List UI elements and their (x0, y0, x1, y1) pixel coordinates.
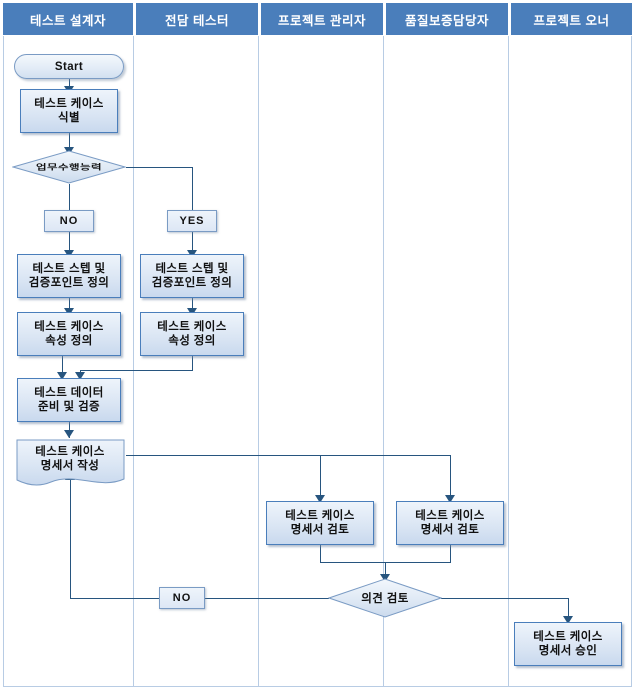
node-define-attributes-right-line1: 테스트 케이스 (157, 321, 227, 333)
node-identify-test-case-line2: 식별 (58, 112, 80, 124)
connector-steps-to-attrs-left (69, 298, 70, 312)
label-no-opinion-text: NO (172, 592, 192, 604)
node-define-attributes-left-line2: 속성 정의 (45, 335, 93, 347)
connector-attrs-right-left (80, 370, 193, 371)
node-decision-opinion-review-label-wrap: 의견 검토 (328, 578, 442, 618)
connector-start-to-identify (69, 79, 70, 89)
node-define-attributes-left[interactable]: 테스트 케이스 속성 정의 (17, 312, 121, 356)
connector-attrs-right-down (192, 356, 193, 370)
node-prepare-test-data[interactable]: 테스트 데이터 준비 및 검증 (17, 378, 121, 422)
decision-diamond-shape (12, 150, 126, 184)
lane-body-test-designer (3, 36, 133, 687)
lane-header-label: 프로젝트 관리자 (278, 13, 366, 28)
node-decision-capability-label-wrap: 업무수행능력 (12, 150, 126, 184)
node-define-steps-left-line1: 테스트 스텝 및 (32, 263, 106, 275)
node-review-spec-qa[interactable]: 테스트 케이스 명세서 검토 (396, 501, 504, 545)
connector-no-loop-left (70, 598, 159, 599)
lane-header-label: 프로젝트 오너 (533, 13, 610, 28)
lane-bottom-border (3, 686, 632, 687)
arrowhead-spec-write (64, 430, 74, 438)
node-start-label: Start (54, 60, 84, 73)
lane-header-label: 테스트 설계자 (30, 13, 106, 28)
lane-header-project-owner: 프로젝트 오너 (511, 3, 632, 35)
connector-decision-to-no (69, 184, 70, 210)
node-define-steps-right[interactable]: 테스트 스텝 및 검증포인트 정의 (140, 254, 244, 298)
arrowhead-opinion-review (380, 574, 390, 582)
node-define-steps-left[interactable]: 테스트 스텝 및 검증포인트 정의 (17, 254, 121, 298)
document-shape (16, 439, 125, 486)
lane-body-project-manager (258, 36, 383, 687)
label-no-capability-text: NO (59, 215, 79, 227)
lane-header-label: 전담 테스터 (165, 13, 229, 28)
node-approve-test-case-spec-line1: 테스트 케이스 (533, 631, 603, 643)
arrowhead-data-prep-a (57, 372, 67, 380)
node-review-spec-pm-line2: 명세서 검토 (290, 524, 350, 536)
connector-no-loop-up (70, 478, 71, 598)
label-no-opinion: NO (159, 587, 205, 609)
node-prepare-test-data-line2: 준비 및 검증 (37, 401, 101, 413)
node-decision-capability[interactable]: 업무수행능력 (12, 150, 126, 184)
lane-header-qa-officer: 품질보증담당자 (386, 3, 508, 35)
connector-decision-yes-v (192, 167, 193, 210)
connector-opinion-no-right (205, 598, 329, 599)
node-start[interactable]: Start (14, 54, 124, 79)
node-define-attributes-right-line2: 속성 정의 (168, 335, 216, 347)
node-define-steps-right-line2: 검증포인트 정의 (151, 277, 233, 289)
node-decision-opinion-review-label: 의견 검토 (361, 593, 409, 605)
connector-review-pm-down (320, 545, 321, 562)
connector-spec-to-reviews-h (126, 455, 451, 456)
node-approve-test-case-spec-line2: 명세서 승인 (538, 645, 598, 657)
node-identify-test-case-line1: 테스트 케이스 (34, 98, 104, 110)
connector-opinion-to-approve-v (568, 598, 569, 622)
node-review-spec-pm-line1: 테스트 케이스 (285, 510, 355, 522)
node-review-spec-qa-line2: 명세서 검토 (420, 524, 480, 536)
node-define-attributes-right[interactable]: 테스트 케이스 속성 정의 (140, 312, 244, 356)
connector-decision-yes-h (126, 167, 193, 168)
lane-body-qa-officer (383, 36, 508, 687)
connector-identify-to-decision (69, 133, 70, 149)
label-yes-capability-text: YES (179, 215, 205, 227)
arrowhead-data-prep-b (75, 372, 85, 380)
node-define-attributes-left-line1: 테스트 케이스 (34, 321, 104, 333)
node-approve-test-case-spec[interactable]: 테스트 케이스 명세서 승인 (514, 622, 622, 666)
lane-header-dedicated-tester: 전담 테스터 (136, 3, 258, 35)
connector-branch-qa (450, 455, 451, 501)
decision-diamond-shape (328, 578, 442, 618)
node-write-test-case-spec-label-wrap: 테스트 케이스 명세서 작성 (15, 438, 125, 488)
node-decision-opinion-review[interactable]: 의견 검토 (328, 578, 442, 618)
connector-opinion-to-approve-h (441, 598, 569, 599)
lane-header-test-designer: 테스트 설계자 (3, 3, 133, 35)
connector-branch-pm (320, 455, 321, 501)
node-write-test-case-spec-line1: 테스트 케이스 (35, 446, 105, 458)
connector-attrs-left-to-data (62, 356, 63, 378)
label-no-capability: NO (44, 210, 94, 232)
connector-merge-to-opinion (385, 562, 386, 578)
node-write-test-case-spec[interactable]: 테스트 케이스 명세서 작성 (15, 438, 125, 488)
connector-yes-to-steps-right (192, 232, 193, 254)
label-yes-capability: YES (167, 210, 217, 232)
lane-header-project-manager: 프로젝트 관리자 (261, 3, 383, 35)
arrowhead-review-qa (445, 495, 455, 503)
connector-no-to-steps-left (69, 232, 70, 254)
arrowhead-approve (563, 616, 573, 624)
node-review-spec-pm[interactable]: 테스트 케이스 명세서 검토 (266, 501, 374, 545)
connector-steps-to-attrs-right (192, 298, 193, 312)
node-define-steps-left-line2: 검증포인트 정의 (28, 277, 110, 289)
connector-review-qa-down (450, 545, 451, 562)
lane-body-project-owner (508, 36, 632, 687)
node-decision-capability-label: 업무수행능력 (36, 163, 102, 172)
node-prepare-test-data-line1: 테스트 데이터 (34, 387, 104, 399)
arrowhead-review-pm (315, 495, 325, 503)
node-identify-test-case[interactable]: 테스트 케이스 식별 (20, 89, 118, 133)
node-write-test-case-spec-line2: 명세서 작성 (40, 460, 100, 472)
lane-body-dedicated-tester (133, 36, 258, 687)
lane-header-label: 품질보증담당자 (404, 13, 489, 28)
node-review-spec-qa-line1: 테스트 케이스 (415, 510, 485, 522)
node-define-steps-right-line1: 테스트 스텝 및 (155, 263, 229, 275)
